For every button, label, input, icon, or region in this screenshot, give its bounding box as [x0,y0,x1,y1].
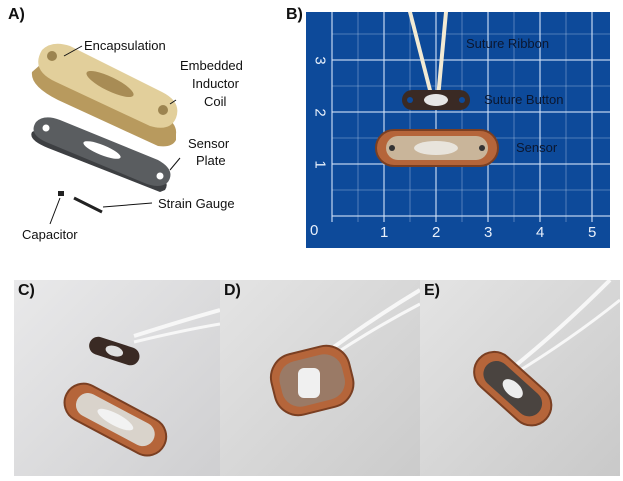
ruler-x-2: 2 [432,224,441,241]
sensor-photo-object [375,129,499,167]
encapsulation-part [31,43,178,147]
photo-e [420,280,620,476]
sensor-plate-part [31,117,171,192]
label-capacitor: Capacitor [22,227,78,242]
label-sensor-b: Sensor [516,140,558,155]
ruler-y-3: 3 [311,56,329,65]
suture-ribbon [408,12,448,98]
label-suture-button: Suture Button [484,92,564,107]
capacitor-part [58,191,64,196]
photo-c-objects [63,308,220,457]
panel-c-letter: C) [18,282,35,299]
photo-d-objects [269,288,420,417]
strain-gauge-part [73,196,103,214]
ruler-x-5: 5 [588,224,597,241]
ruler-y-2: 2 [311,108,329,117]
label-suture-ribbon: Suture Ribbon [466,36,550,51]
ruler-x-1: 1 [380,224,389,241]
ruler-x-0: 0 [310,222,319,239]
photo-e-objects [473,280,620,427]
label-plate: Plate [196,153,226,168]
ruler-x-4: 4 [536,224,545,241]
photo-d [220,280,420,476]
panel-d-letter: D) [224,282,241,299]
panel-e-letter: E) [424,282,440,299]
label-sensor: Sensor [188,136,230,151]
panel-a-letter: A) [8,6,25,23]
suture-button [402,90,470,110]
photo-c [14,280,220,476]
label-strain-gauge: Strain Gauge [158,196,235,211]
mat-grid [331,12,610,222]
label-embedded: Embedded [180,58,243,73]
label-coil: Coil [204,94,227,109]
panel-b-letter: B) [286,6,303,23]
label-inductor: Inductor [192,76,239,91]
exploded-sensor-diagram [31,43,181,225]
leader-lines [49,45,181,225]
ruler-x-3: 3 [484,224,493,241]
label-encapsulation: Encapsulation [84,38,166,53]
cutting-mat-photo: Suture Ribbon Suture Button Sensor 3 2 1… [306,12,610,248]
ruler-y-1: 1 [311,160,329,169]
